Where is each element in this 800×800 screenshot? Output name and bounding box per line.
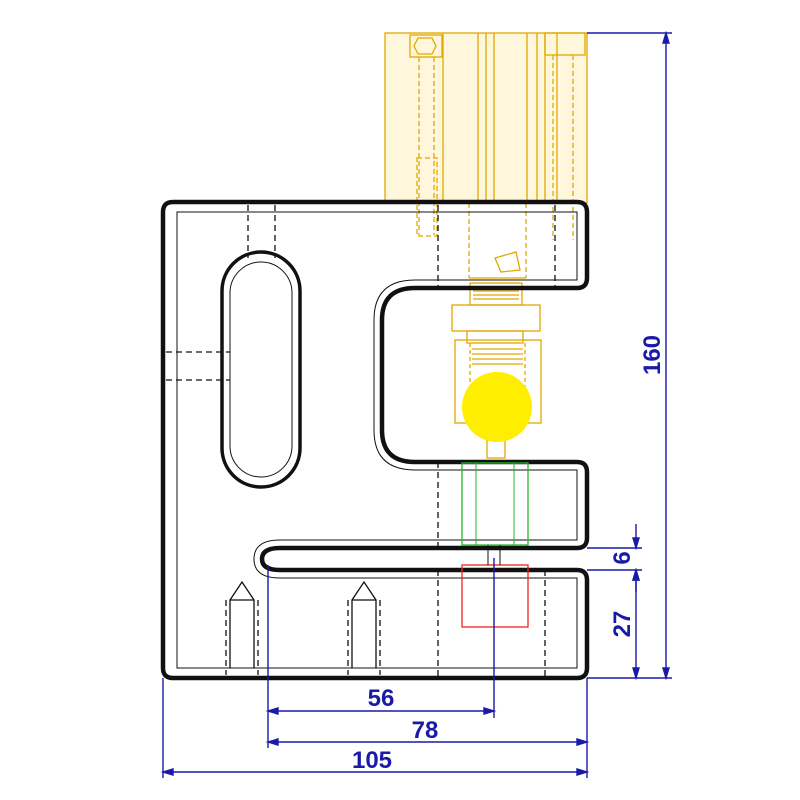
dim-text-160: 160 [639, 335, 666, 375]
dim-text-56: 56 [368, 685, 395, 712]
dim-text-78: 78 [412, 717, 439, 744]
red-tool-outline [461, 564, 529, 628]
dim-text-27: 27 [609, 611, 636, 638]
ball-contact [462, 372, 532, 442]
hidden-lines [166, 205, 556, 678]
pneumatic-cylinder [384, 32, 588, 459]
cap-screw-head-left [409, 34, 443, 58]
lock-nut [451, 304, 541, 332]
dim-text-105: 105 [352, 747, 392, 774]
dim-text-6: 6 [609, 551, 636, 564]
c-frame-body [160, 199, 590, 681]
oblong-slot [220, 250, 302, 489]
threaded-holes [229, 580, 377, 668]
green-sensor-outline [461, 462, 529, 546]
dimension-lines [160, 30, 672, 778]
cap-screw-head-right [544, 32, 586, 56]
